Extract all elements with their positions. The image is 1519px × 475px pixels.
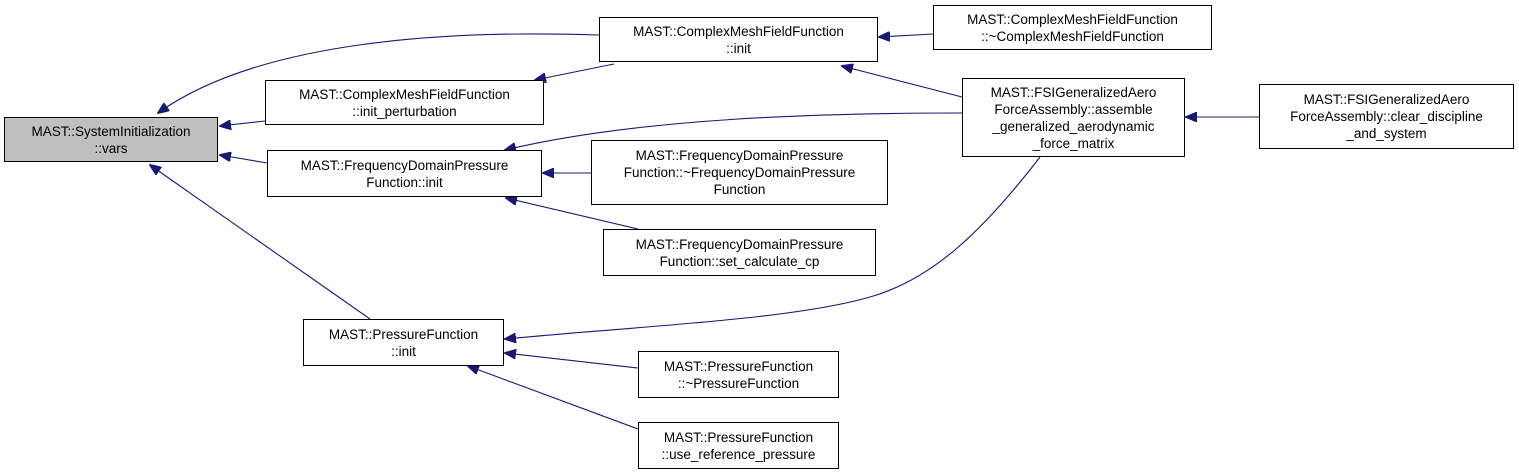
edge-pf_dtor-to-pf_init	[505, 353, 639, 369]
edge-pf_useref-to-pf_init	[468, 366, 639, 430]
edge-fdp_init-to-root	[220, 155, 268, 164]
edge-fsi_assemble-to-pf_init	[505, 156, 1041, 339]
node-label-line: ::~ComplexMeshFieldFunction	[981, 28, 1164, 44]
node-label-line: ::~PressureFunction	[677, 375, 800, 391]
node-label-line: ::init	[391, 343, 416, 359]
node-label-line: MAST::ComplexMeshFieldFunction	[633, 23, 844, 39]
node-label-line: MAST::PressureFunction	[328, 326, 479, 342]
edge-cmff_dtor-to-cmff_init	[879, 34, 934, 37]
node-label-line: MAST::FrequencyDomainPressure	[635, 148, 844, 163]
node-label-line: ForceAssembly::assemble	[994, 101, 1153, 117]
node-label-line: MAST::FrequencyDomainPressure	[300, 157, 509, 173]
node-label-line: ForceAssembly::clear_discipline	[1290, 109, 1483, 124]
node-label-line: ::use_reference_pressure	[661, 446, 816, 462]
node-label-line: MAST::PressureFunction	[663, 358, 814, 374]
node-complex-mesh-field-function-init-perturbation[interactable]: MAST::ComplexMeshFieldFunction::init_per…	[265, 80, 544, 125]
node-label-line: ::init_perturbation	[352, 103, 457, 119]
node-label-line: MAST::FrequencyDomainPressure	[635, 236, 844, 252]
node-label-line: ::init	[726, 40, 751, 56]
node-label-line: Function	[713, 182, 766, 197]
node-label-line: MAST::FSIGeneralizedAero	[1303, 92, 1470, 107]
edge-fsi_assemble-to-fdp_init	[505, 112, 963, 150]
edge-cmff_pert-to-cmff_init	[535, 63, 615, 80]
node-label-line: ::vars	[94, 140, 128, 156]
node-label-line: Function::set_calculate_cp	[659, 253, 820, 269]
node-complex-mesh-field-function-init[interactable]: MAST::ComplexMeshFieldFunction::init	[599, 17, 878, 62]
node-label-line: _and_system	[1346, 126, 1427, 141]
node-system-initialization-vars: MAST::SystemInitialization::vars	[4, 117, 218, 162]
node-label-line: _generalized_aerodynamic	[992, 118, 1155, 134]
node-label-line: MAST::ComplexMeshFieldFunction	[299, 86, 510, 102]
node-pressure-function-use-reference-pressure[interactable]: MAST::PressureFunction::use_reference_pr…	[638, 422, 839, 469]
edge-cmff_pert-to-root	[220, 121, 266, 126]
node-label-line: _force_matrix	[1032, 135, 1115, 151]
node-label-line: MAST::ComplexMeshFieldFunction	[967, 11, 1178, 27]
edge-fdp_setcp-to-fdp_init	[506, 198, 639, 230]
node-label-line: Function::init	[366, 174, 443, 190]
edge-pf_init-to-root	[150, 165, 371, 320]
node-label-line: MAST::SystemInitialization	[31, 123, 191, 139]
node-label-line: MAST::FSIGeneralizedAero	[990, 84, 1157, 100]
edge-cmff_init-to-root	[158, 33, 600, 113]
node-label-line: MAST::PressureFunction	[663, 429, 814, 445]
node-complex-mesh-field-function-destructor[interactable]: MAST::ComplexMeshFieldFunction::~Complex…	[933, 5, 1212, 50]
node-pressure-function-destructor[interactable]: MAST::PressureFunction::~PressureFunctio…	[638, 351, 839, 398]
edge-fsi_assemble-to-cmff_init	[842, 66, 963, 98]
node-label-line: Function::~FrequencyDomainPressure	[623, 165, 856, 180]
node-pressure-function-init[interactable]: MAST::PressureFunction::init	[303, 319, 504, 366]
